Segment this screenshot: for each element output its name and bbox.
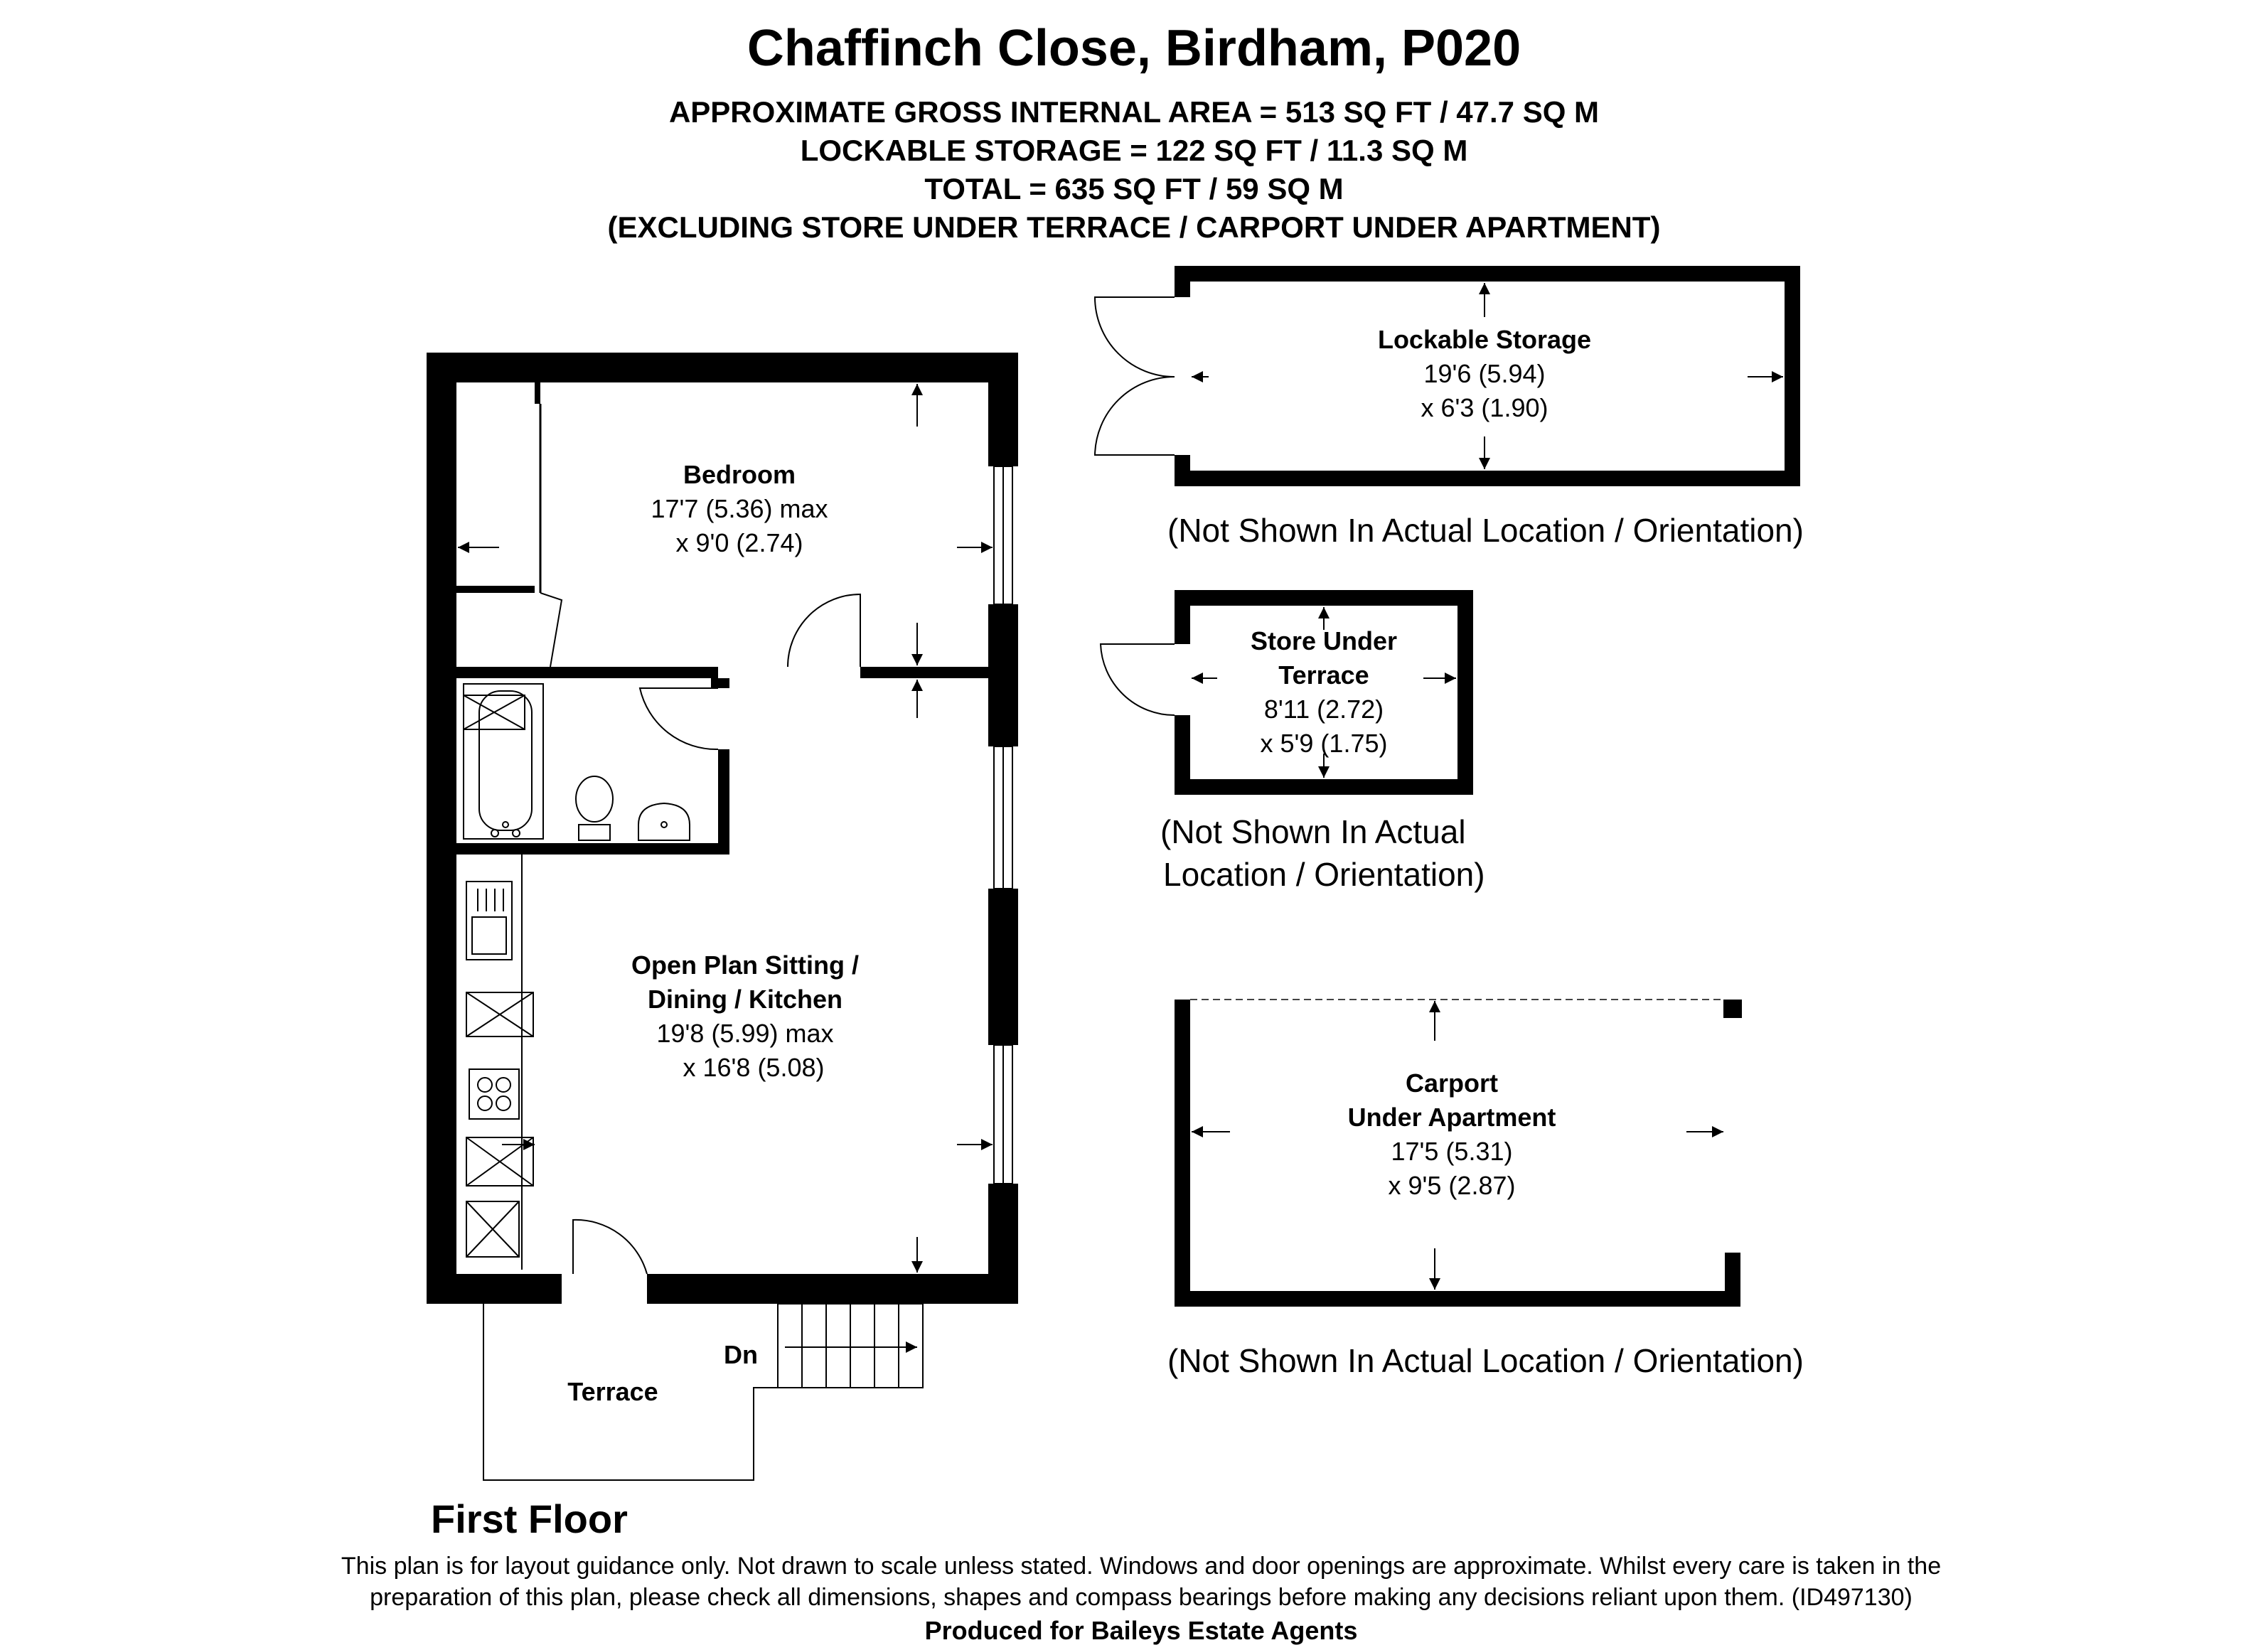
bathroom-door [638,687,719,751]
lockable-wall-bottom [1175,471,1800,486]
hob-ring-1 [477,1077,493,1093]
bath-tap-1 [491,829,499,837]
bedroom-dim-1: 17'7 (5.36) max [651,494,828,523]
hob-ring-2 [496,1077,511,1093]
bathroom-wall-right [718,749,729,855]
terrace-label: Terrace [567,1377,658,1406]
basin-drain [660,821,668,828]
hob-ring-3 [477,1095,493,1111]
wall-left [427,353,456,1295]
lockable-storage-plan [1093,266,1800,486]
area-line-storage: LOCKABLE STORAGE = 122 SQ FT / 11.3 SQ M [801,134,1468,167]
appliance-1 [466,992,534,1037]
wall-right-upper [988,353,1018,466]
store-plan [1099,590,1473,795]
bath-tap-2 [512,829,520,837]
carport-location-note: (Not Shown In Actual Location / Orientat… [1167,1342,1804,1379]
bedroom-door [787,593,861,668]
toilet-cistern [578,824,611,841]
carport-wall-bottom [1175,1291,1740,1307]
carport-wall-left [1175,1000,1190,1307]
appliance-3-x2 [466,1201,520,1258]
appliance-1-x2 [466,992,534,1037]
store-label-1: Store Under [1251,626,1397,655]
agent-credit: Produced for Baileys Estate Agents [925,1616,1358,1645]
store-dim-1: 8'11 (2.72) [1264,695,1384,724]
wardrobe-post [535,382,540,404]
wall-bedroom-bath [456,667,718,678]
bathroom-wall-bottom [456,843,729,855]
carport-plan [1175,999,1742,1307]
carport-dim-1: 17'5 (5.31) [1391,1137,1513,1166]
wardrobe-door [540,592,563,668]
lockable-location-note: (Not Shown In Actual Location / Orientat… [1167,512,1804,549]
store-wall-right [1457,590,1473,795]
entrance-door [572,1218,648,1275]
bath-drain [502,821,509,828]
lockable-dim-1: 19'6 (5.94) [1424,359,1546,388]
wall-bottom-left [427,1274,562,1304]
disclaimer-line-2: preparation of this plan, please check a… [370,1584,1913,1611]
area-line-gross: APPROXIMATE GROSS INTERNAL AREA = 513 SQ… [669,95,1599,129]
toilet-bowl [575,776,614,823]
sitting-label-2: Dining / Kitchen [648,985,843,1014]
floor-label: First Floor [431,1496,628,1541]
appliance-3 [466,1201,520,1258]
lockable-label: Lockable Storage [1378,325,1591,354]
lockable-wall-top [1175,266,1800,282]
area-line-total: TOTAL = 635 SQ FT / 59 SQ M [924,172,1343,205]
wall-bottom-right [647,1274,1018,1304]
lockable-wall-left-top [1175,266,1190,297]
wardrobe-wall [456,586,535,593]
wall-right-mid2 [988,889,1018,1045]
apartment-plan [427,353,1018,1481]
terrace-outline [483,1304,778,1481]
carport-wall-right-stub [1725,1253,1740,1307]
store-label-2: Terrace [1278,660,1369,690]
carport-dim-2: x 9'5 (2.87) [1389,1171,1516,1200]
sink-bowl [471,916,507,955]
wall-right-mid1 [988,604,1018,746]
store-door [1099,643,1175,716]
store-location-note-2: Location / Orientation) [1163,856,1485,893]
wall-bedroom-sitting [860,667,988,678]
bathroom-door-stop [711,678,729,688]
wall-top [427,353,1018,382]
sitting-dim-1: 19'8 (5.99) max [657,1019,834,1048]
appliance-2 [466,1137,534,1186]
lockable-door-upper [1093,296,1175,377]
store-wall-top [1175,590,1473,606]
sitting-dim-2: x 16'8 (5.08) [683,1053,825,1082]
bath [463,683,544,840]
sink-unit [466,881,513,960]
lockable-wall-left-bottom [1175,455,1190,486]
carport-post [1723,1000,1742,1018]
lockable-dim-2: x 6'3 (1.90) [1421,393,1548,422]
store-wall-bottom [1175,779,1473,795]
bath-panel-x2 [463,695,525,730]
basin [638,802,690,841]
bath-inner [478,690,533,831]
area-line-exclusion: (EXCLUDING STORE UNDER TERRACE / CARPORT… [608,210,1661,244]
store-wall-left-bottom [1175,715,1190,795]
bedroom-dim-2: x 9'0 (2.74) [676,528,803,557]
plan-title: Chaffinch Close, Birdham, P020 [747,20,1521,77]
bedroom-label: Bedroom [683,460,796,489]
hob [469,1068,520,1120]
store-location-note-1: (Not Shown In Actual [1160,813,1466,850]
stairs-label: Dn [724,1340,758,1369]
bath-panel [463,695,525,730]
carport-label-2: Under Apartment [1348,1103,1556,1132]
lockable-wall-right [1785,266,1800,486]
disclaimer-line-1: This plan is for layout guidance only. N… [341,1553,1941,1580]
carport-label-1: Carport [1406,1068,1498,1098]
sitting-label-1: Open Plan Sitting / [631,950,859,980]
store-wall-left-top [1175,590,1190,644]
store-dim-2: x 5'9 (1.75) [1261,729,1388,758]
appliance-2-x2 [466,1137,534,1186]
hob-ring-4 [496,1095,511,1111]
lockable-door-lower [1093,376,1175,456]
